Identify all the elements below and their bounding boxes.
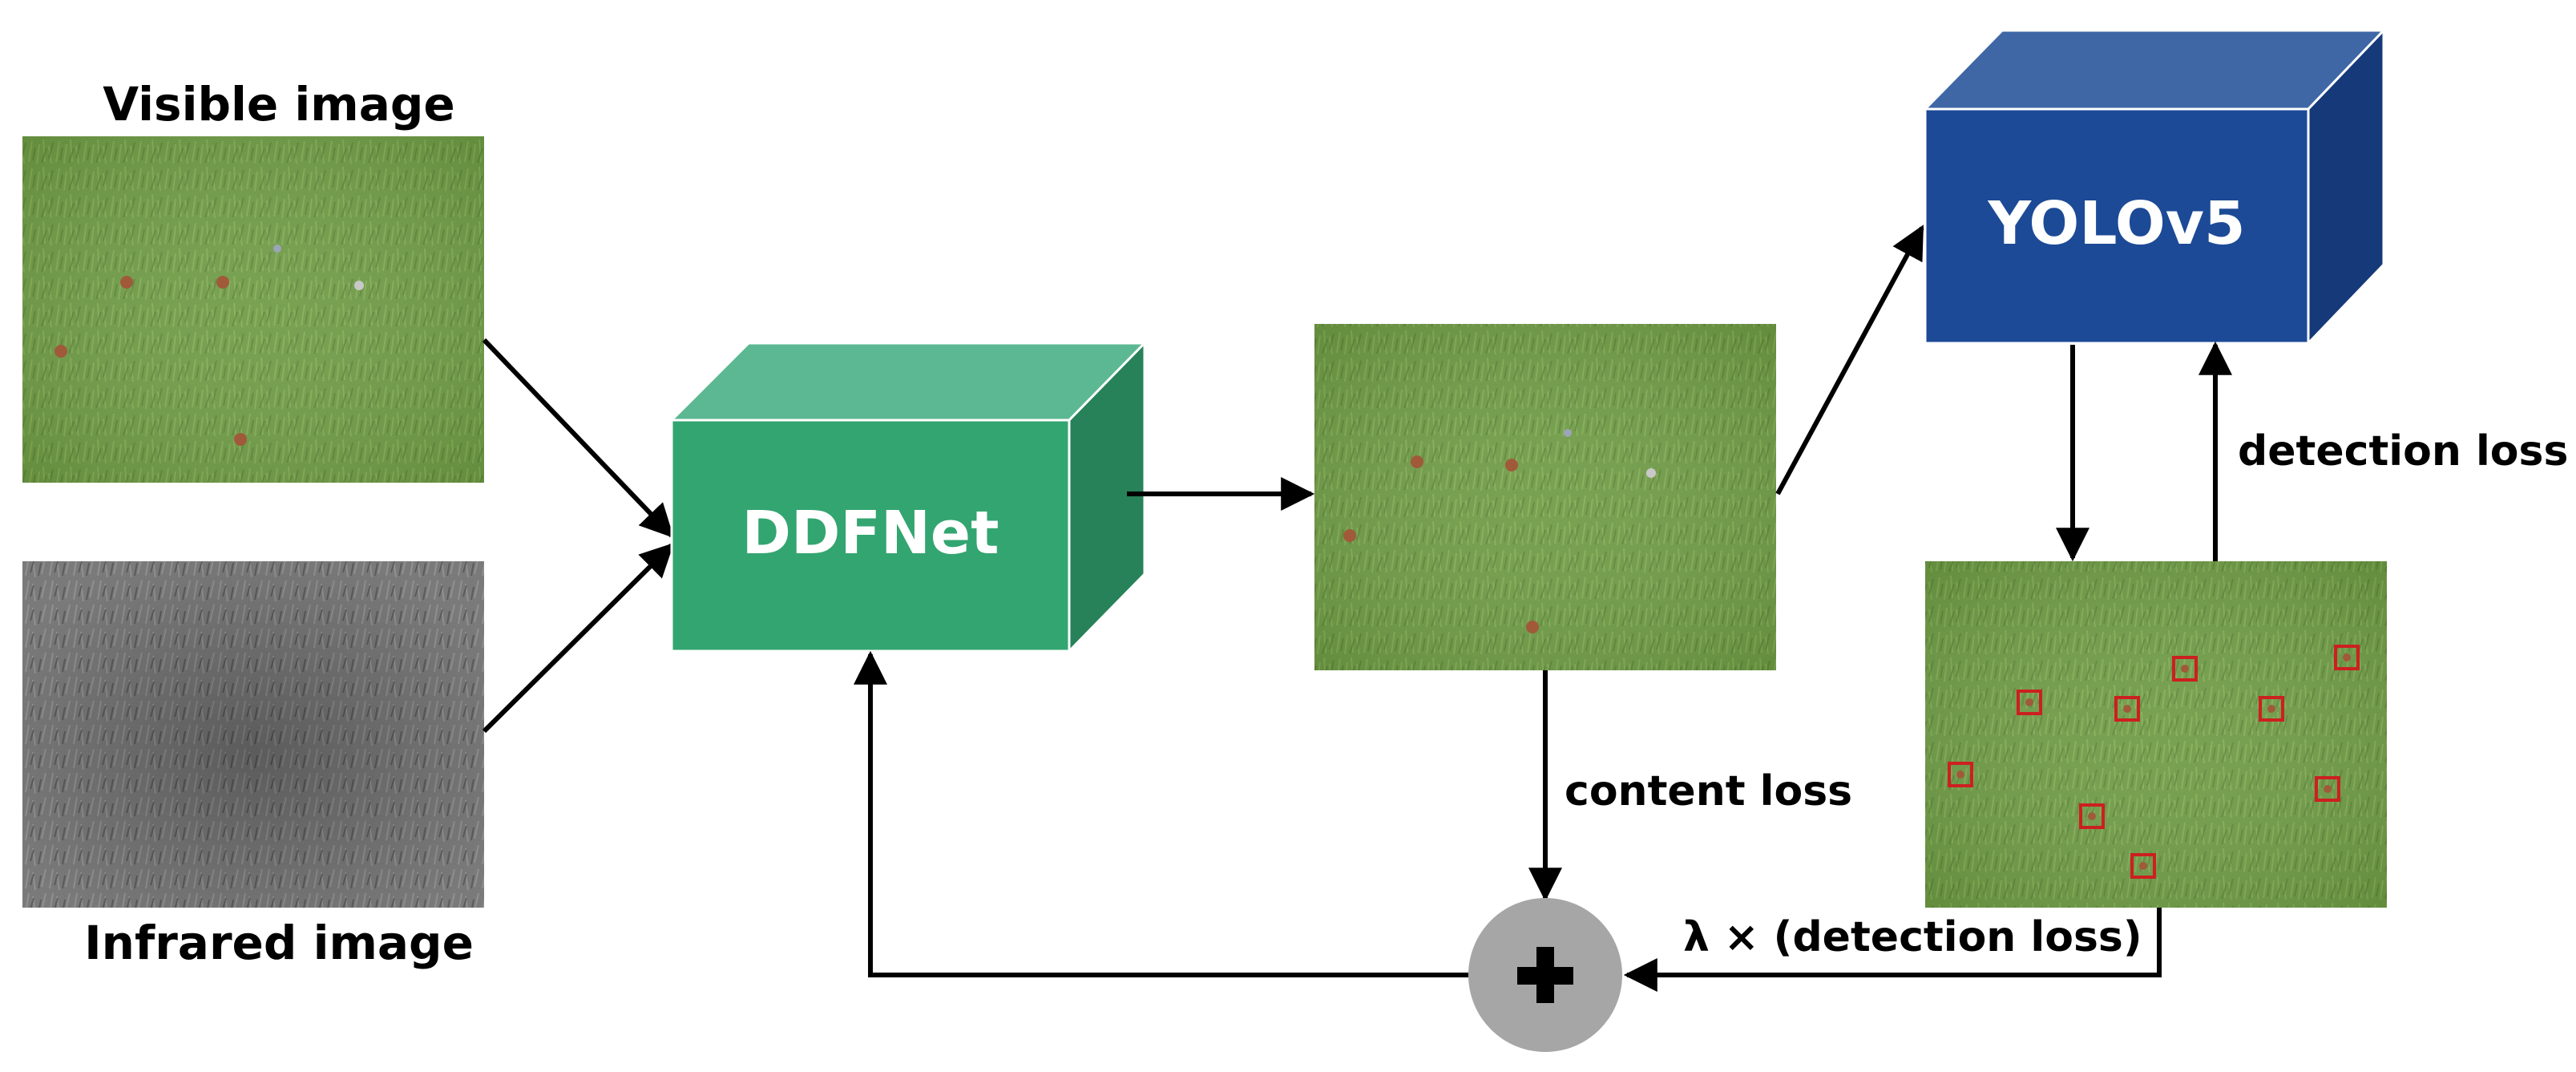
visible-to-ddfnet-arrow <box>482 338 674 539</box>
detection-box <box>2334 645 2360 670</box>
detection-loss-label: detection loss <box>2238 427 2568 475</box>
ddfnet-block: DDFNet <box>668 340 1148 654</box>
visible-image <box>22 136 484 483</box>
feedback-to-ddfnet-arrow <box>854 650 1468 977</box>
detection-box <box>2172 656 2198 682</box>
lambda-detection-loss-label: λ × (detection loss) <box>1683 913 2142 961</box>
ddfnet-label: DDFNet <box>742 499 999 568</box>
detection-result-image <box>1925 561 2387 908</box>
infrared-image-label: Infrared image <box>84 916 474 970</box>
sum-node <box>1468 898 1622 1052</box>
plus-icon <box>1517 947 1573 1003</box>
lambda-detection-loss-arrow <box>1623 908 2162 992</box>
fused-to-yolov5-arrow <box>1775 225 1924 496</box>
fused-image <box>1314 324 1776 670</box>
yolov5-label: YOLOv5 <box>1987 189 2245 258</box>
detection-box <box>2315 776 2340 802</box>
detection-box <box>2130 853 2156 879</box>
detection-box <box>2259 696 2284 722</box>
content-loss-label: content loss <box>1565 767 1852 815</box>
detection-box <box>2114 696 2140 722</box>
visible-image-label: Visible image <box>103 77 454 131</box>
detection-box <box>2079 803 2105 829</box>
yolov5-block: YOLOv5 <box>1922 27 2387 346</box>
detection-box <box>1948 762 1973 787</box>
infrared-to-ddfnet-arrow <box>482 543 674 734</box>
infrared-image <box>22 561 484 908</box>
detection-box <box>2017 690 2042 715</box>
